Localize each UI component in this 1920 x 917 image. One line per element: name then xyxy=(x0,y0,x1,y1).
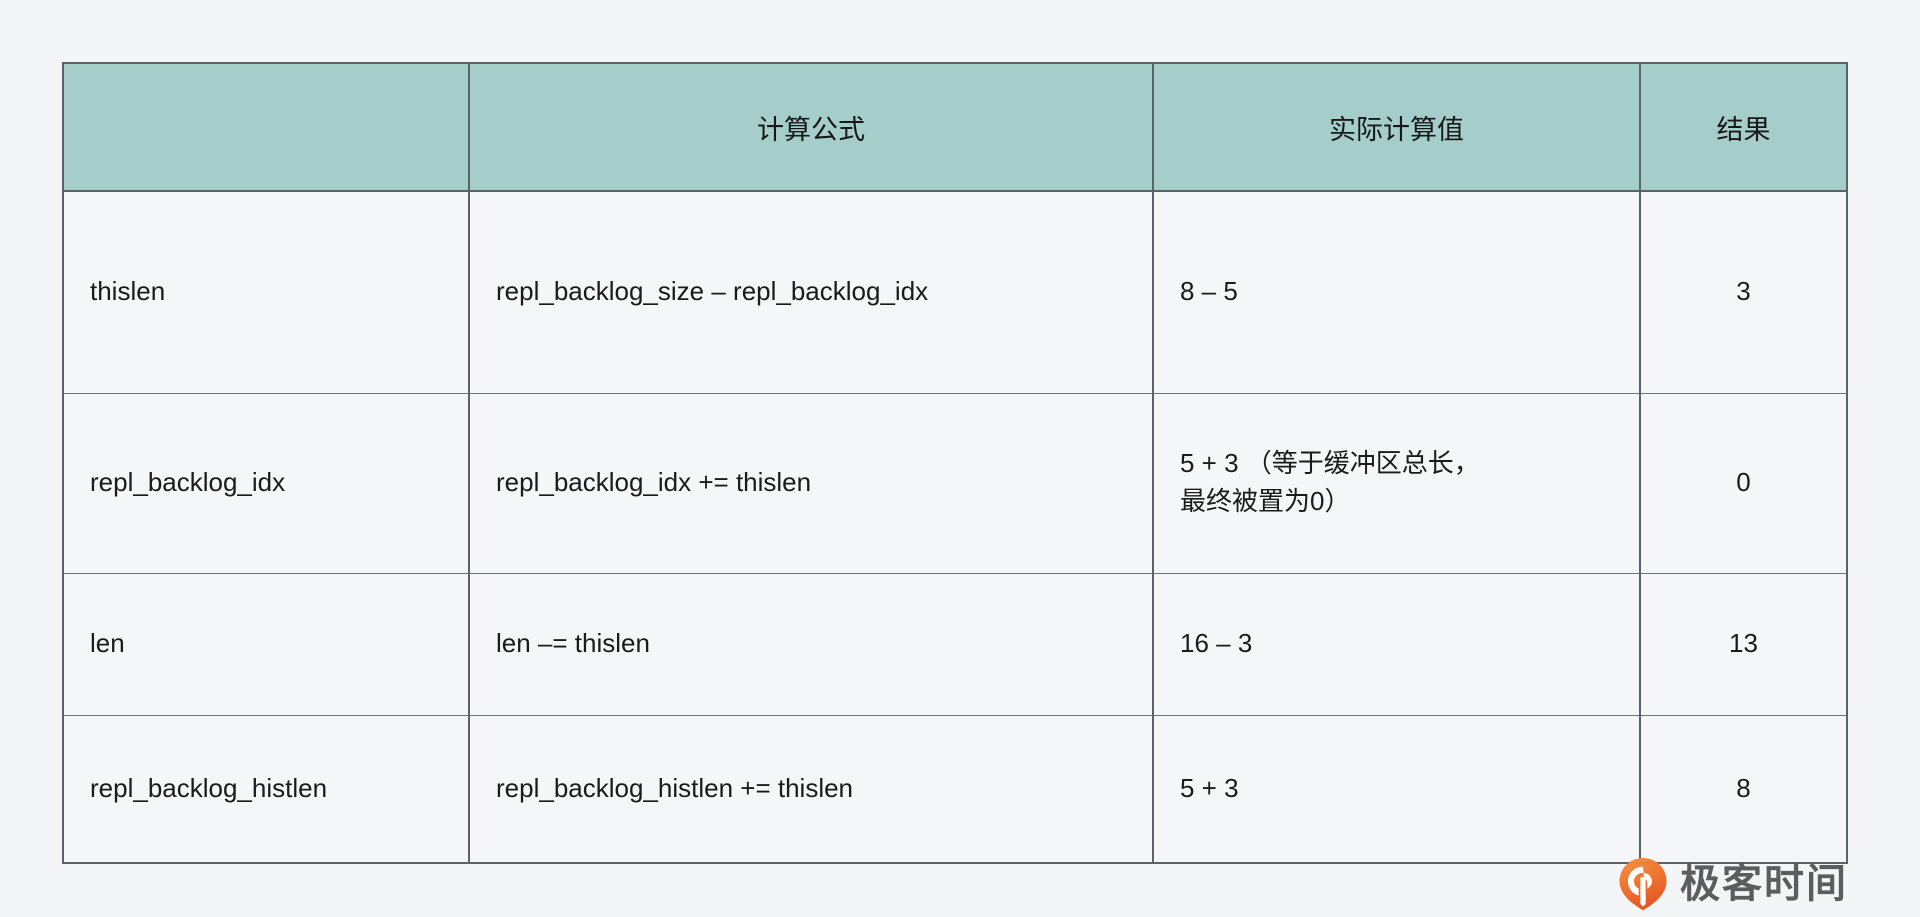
cell-variable-name: len xyxy=(63,573,470,716)
column-header-variable xyxy=(63,63,470,192)
calc-table-container: 计算公式 实际计算值 结果 thislen repl_backlog_size … xyxy=(62,62,1848,864)
table-row: thislen repl_backlog_size – repl_backlog… xyxy=(63,191,1847,394)
column-header-result: 结果 xyxy=(1640,63,1847,192)
table-row: repl_backlog_histlen repl_backlog_histle… xyxy=(63,715,1847,863)
table-row: len len –= thislen 16 – 3 13 xyxy=(63,573,1847,716)
column-header-formula: 计算公式 xyxy=(469,63,1154,192)
cell-value-line: 最终被置为0） xyxy=(1180,486,1351,516)
cell-actual-value: 5 + 3 xyxy=(1153,715,1641,863)
table-header: 计算公式 实际计算值 结果 xyxy=(63,63,1847,192)
column-header-actual-value: 实际计算值 xyxy=(1153,63,1641,192)
cell-actual-value: 8 – 5 xyxy=(1153,191,1641,394)
cell-value-line: 5 + 3 （等于缓冲区总长， xyxy=(1180,448,1480,479)
table-header-row: 计算公式 实际计算值 结果 xyxy=(63,63,1847,192)
brand-name: 极客时间 xyxy=(1680,861,1848,907)
cell-result: 13 xyxy=(1640,573,1847,716)
table-row: repl_backlog_idx repl_backlog_idx += thi… xyxy=(63,393,1847,574)
cell-formula: repl_backlog_idx += thislen xyxy=(469,393,1154,574)
table-body: thislen repl_backlog_size – repl_backlog… xyxy=(63,191,1847,863)
cell-variable-name: repl_backlog_histlen xyxy=(63,715,470,863)
cell-result: 3 xyxy=(1640,191,1847,394)
cell-result: 0 xyxy=(1640,393,1847,574)
cell-value-line: 5 + 3 xyxy=(1180,772,1239,803)
cell-formula: repl_backlog_size – repl_backlog_idx xyxy=(469,191,1154,394)
calculation-table: 计算公式 实际计算值 结果 thislen repl_backlog_size … xyxy=(62,62,1848,864)
cell-variable-name: thislen xyxy=(63,191,470,394)
cell-formula: len –= thislen xyxy=(469,573,1154,716)
cell-value-line: 8 – 5 xyxy=(1180,276,1238,307)
location-pin-icon xyxy=(1619,858,1667,911)
cell-value-line: 16 – 3 xyxy=(1180,628,1253,659)
cell-actual-value: 5 + 3 （等于缓冲区总长， 最终被置为0） xyxy=(1153,393,1641,574)
brand-watermark: 极客时间 xyxy=(1618,857,1848,911)
cell-variable-name: repl_backlog_idx xyxy=(63,393,470,574)
cell-result: 8 xyxy=(1640,715,1847,863)
cell-actual-value: 16 – 3 xyxy=(1153,573,1641,716)
cell-formula: repl_backlog_histlen += thislen xyxy=(469,715,1154,863)
